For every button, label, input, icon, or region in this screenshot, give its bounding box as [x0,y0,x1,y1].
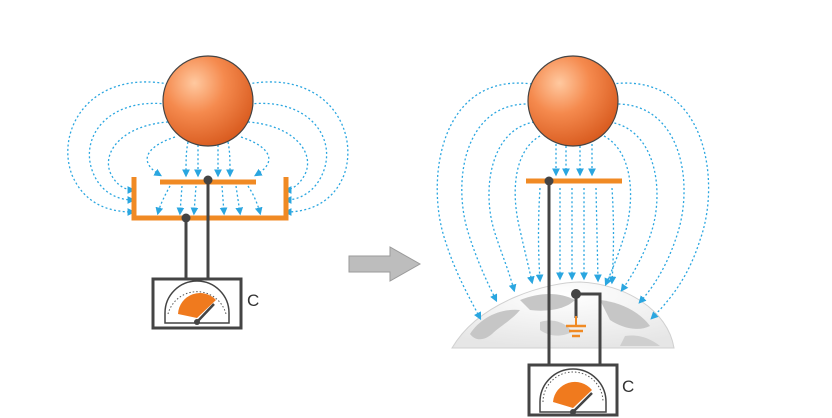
left-field-lines [67,81,349,216]
left-wires [181,175,213,282]
left-panel: C [67,55,349,330]
right-meter-label: C [622,377,634,396]
left-meter-label: C [247,291,259,310]
left-charged-sphere [162,55,254,147]
ground-symbol-icon [566,316,586,338]
right-voltmeter [527,363,619,417]
right-wires [544,176,602,368]
arrow-right-icon [348,246,422,282]
right-charged-sphere [527,55,619,147]
right-field-lines [436,82,710,321]
left-voltmeter [151,277,243,330]
earth-globe-icon [451,281,675,349]
right-panel: C [436,55,710,417]
